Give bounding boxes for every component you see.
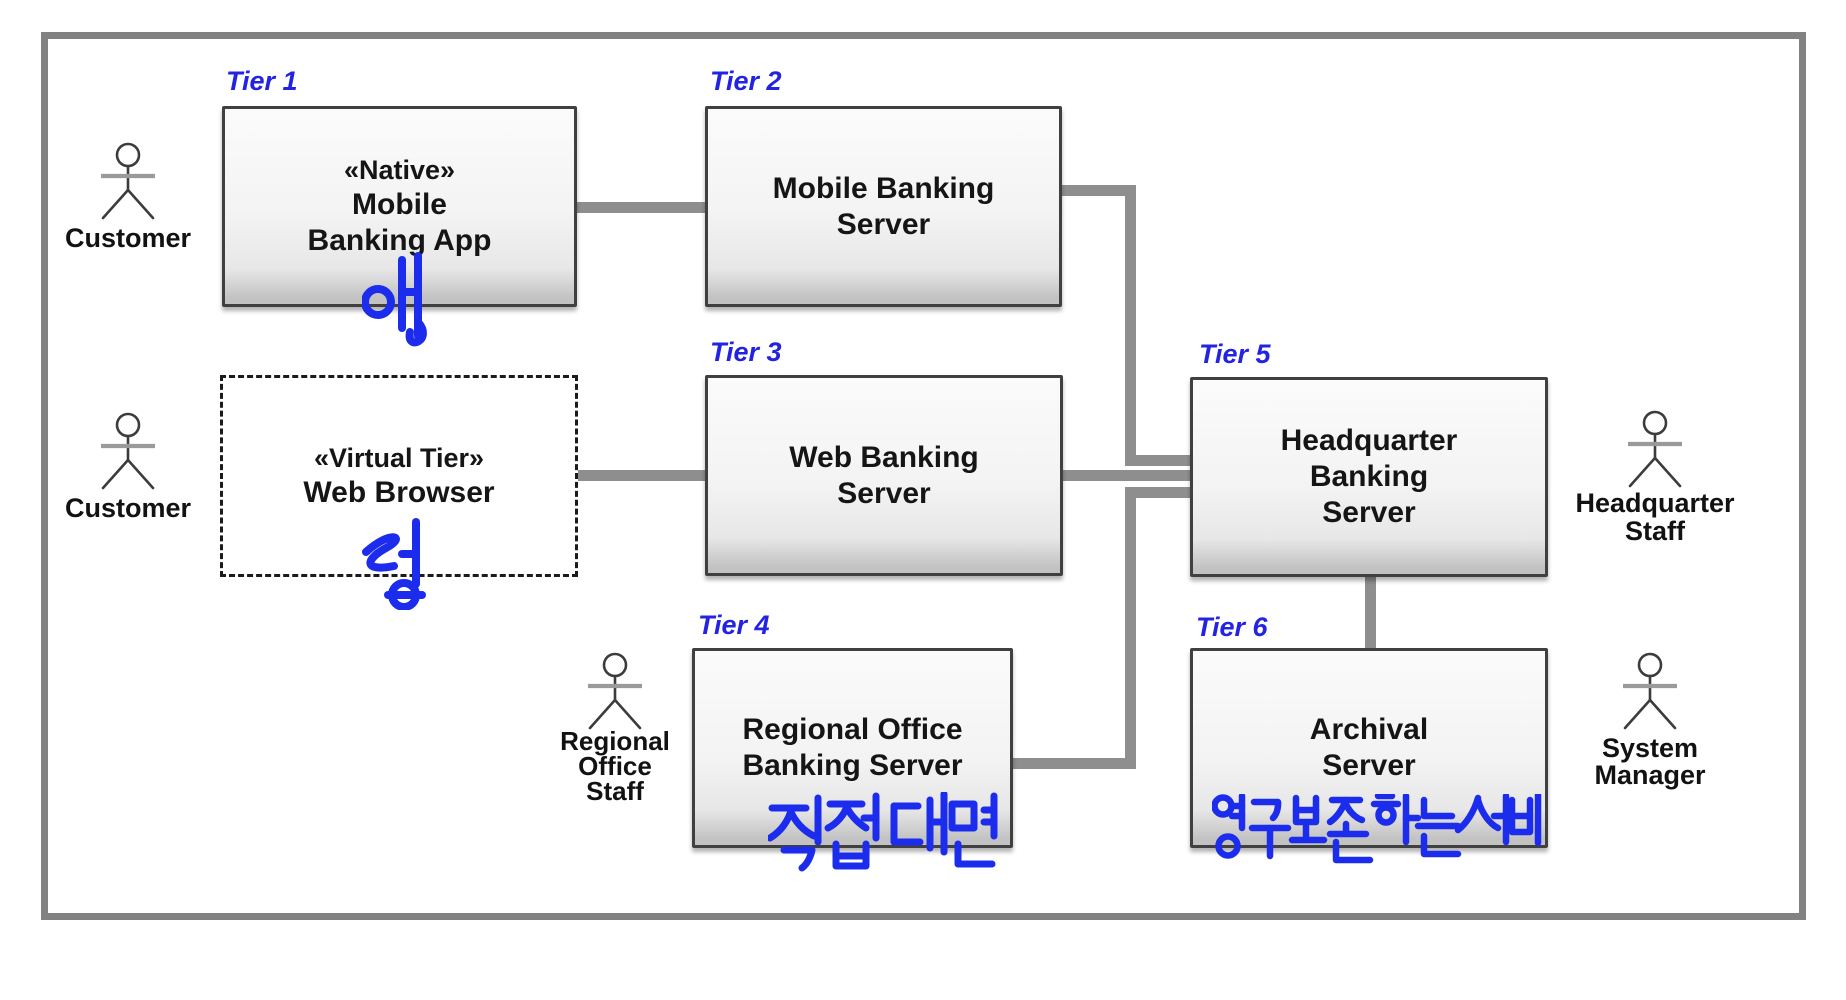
- connector-mobile-server-into-hq: [1125, 455, 1190, 466]
- node-title-line: Banking: [1309, 460, 1429, 493]
- handwriting-annotation-app: [362, 252, 427, 347]
- actor-figure-system-manager: [1623, 652, 1677, 730]
- tier-tag-3: Tier 3: [710, 337, 782, 367]
- node-title-line: Archival: [1309, 713, 1429, 746]
- node-title-line: Web Banking: [789, 440, 979, 474]
- node-title-line: Server: [837, 476, 931, 510]
- connector-app-to-mobile-server: [577, 202, 705, 213]
- node-title-line: Mobile Banking: [772, 171, 995, 205]
- node-mobile-banking-app: «Native» Mobile Banking App: [222, 106, 577, 307]
- connector-regional-server-up: [1125, 487, 1136, 769]
- node-title-line: Server: [1322, 496, 1416, 529]
- actor-label-system-manager: System Manager: [1594, 733, 1706, 790]
- actor-label-customer-top: Customer: [64, 223, 192, 253]
- node-title-line: Web Browser: [303, 475, 495, 509]
- node-title-line: Regional Office: [742, 713, 963, 746]
- node-title-line: Banking App: [307, 224, 492, 257]
- tier-tag-6: Tier 6: [1196, 612, 1268, 642]
- node-title-line: Banking Server: [742, 749, 963, 782]
- connector-mobile-server-down: [1125, 185, 1136, 466]
- node-web-banking-server: Web Banking Server: [705, 375, 1063, 576]
- diagram-border-frame: [41, 32, 1806, 920]
- handwriting-annotation-regional: [768, 792, 998, 872]
- actor-figure-customer-middle: [101, 412, 155, 490]
- node-title-line: Headquarter: [1280, 424, 1458, 457]
- actor-head: [115, 142, 141, 168]
- connector-browser-to-web-server: [578, 470, 705, 481]
- actor-label-customer-middle: Customer: [64, 493, 192, 523]
- node-web-browser-virtual-tier: «Virtual Tier» Web Browser: [220, 375, 578, 577]
- node-archival-server: Archival Server: [1190, 648, 1548, 848]
- tier-tag-1: Tier 1: [226, 66, 298, 96]
- node-mobile-banking-server: Mobile Banking Server: [705, 106, 1062, 307]
- tier-tag-5: Tier 5: [1199, 339, 1271, 369]
- actor-figure-customer-top: [101, 142, 155, 220]
- actor-figure-regional-office-staff: [588, 652, 642, 730]
- connector-regional-server-into-hq: [1125, 487, 1190, 498]
- node-title-line: Server: [1322, 749, 1416, 782]
- node-title-line: Server: [836, 207, 931, 241]
- connector-regional-server-out: [1013, 758, 1136, 769]
- actor-label-regional-office-staff: Regional Office Staff: [560, 726, 670, 806]
- node-title-line: Mobile: [352, 188, 447, 221]
- actor-label-headquarter-staff: Headquarter Staff: [1575, 488, 1735, 546]
- stereotype-virtual-tier: «Virtual Tier»: [313, 442, 485, 473]
- stereotype-native: «Native»: [343, 155, 456, 185]
- handwriting-annotation-web: [362, 518, 426, 610]
- handwriting-annotation-archival: [1212, 794, 1542, 864]
- connector-web-server-to-hq: [1063, 470, 1190, 481]
- node-headquarter-banking-server: Headquarter Banking Server: [1190, 377, 1548, 577]
- connector-mobile-server-out: [1062, 185, 1136, 196]
- actor-figure-headquarter-staff: [1628, 410, 1682, 488]
- tier-tag-4: Tier 4: [698, 610, 770, 640]
- tier-tag-2: Tier 2: [710, 66, 782, 96]
- connector-hq-to-archival: [1365, 577, 1376, 648]
